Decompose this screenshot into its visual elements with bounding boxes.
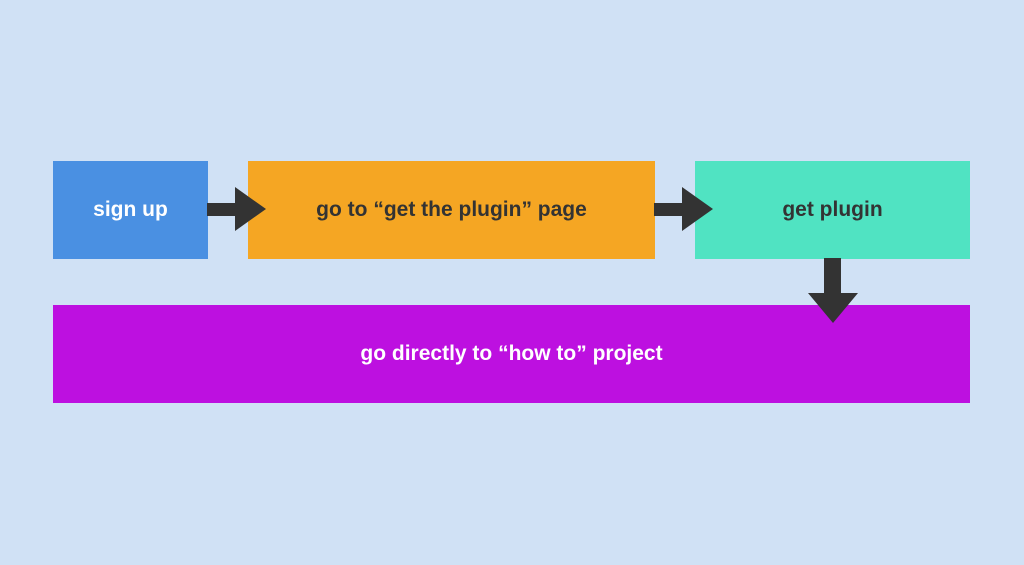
arrow-get-plugin-to-how-to-shaft — [824, 258, 841, 293]
arrow-plugin-page-to-get-plugin-head-icon — [682, 187, 713, 231]
node-get-the-plugin-page: go to “get the plugin” page — [248, 161, 655, 259]
node-get-plugin-label: get plugin — [782, 198, 883, 221]
node-sign-up: sign up — [53, 161, 208, 259]
arrow-signup-to-plugin-page-head-icon — [235, 187, 266, 231]
node-get-the-plugin-page-label: go to “get the plugin” page — [316, 198, 587, 221]
node-how-to-project-label: go directly to “how to” project — [360, 342, 663, 365]
node-get-plugin: get plugin — [695, 161, 970, 259]
arrow-signup-to-plugin-page-shaft — [207, 203, 235, 216]
node-sign-up-label: sign up — [93, 198, 168, 221]
arrow-get-plugin-to-how-to-head-icon — [808, 293, 858, 323]
arrow-plugin-page-to-get-plugin-shaft — [654, 203, 682, 216]
